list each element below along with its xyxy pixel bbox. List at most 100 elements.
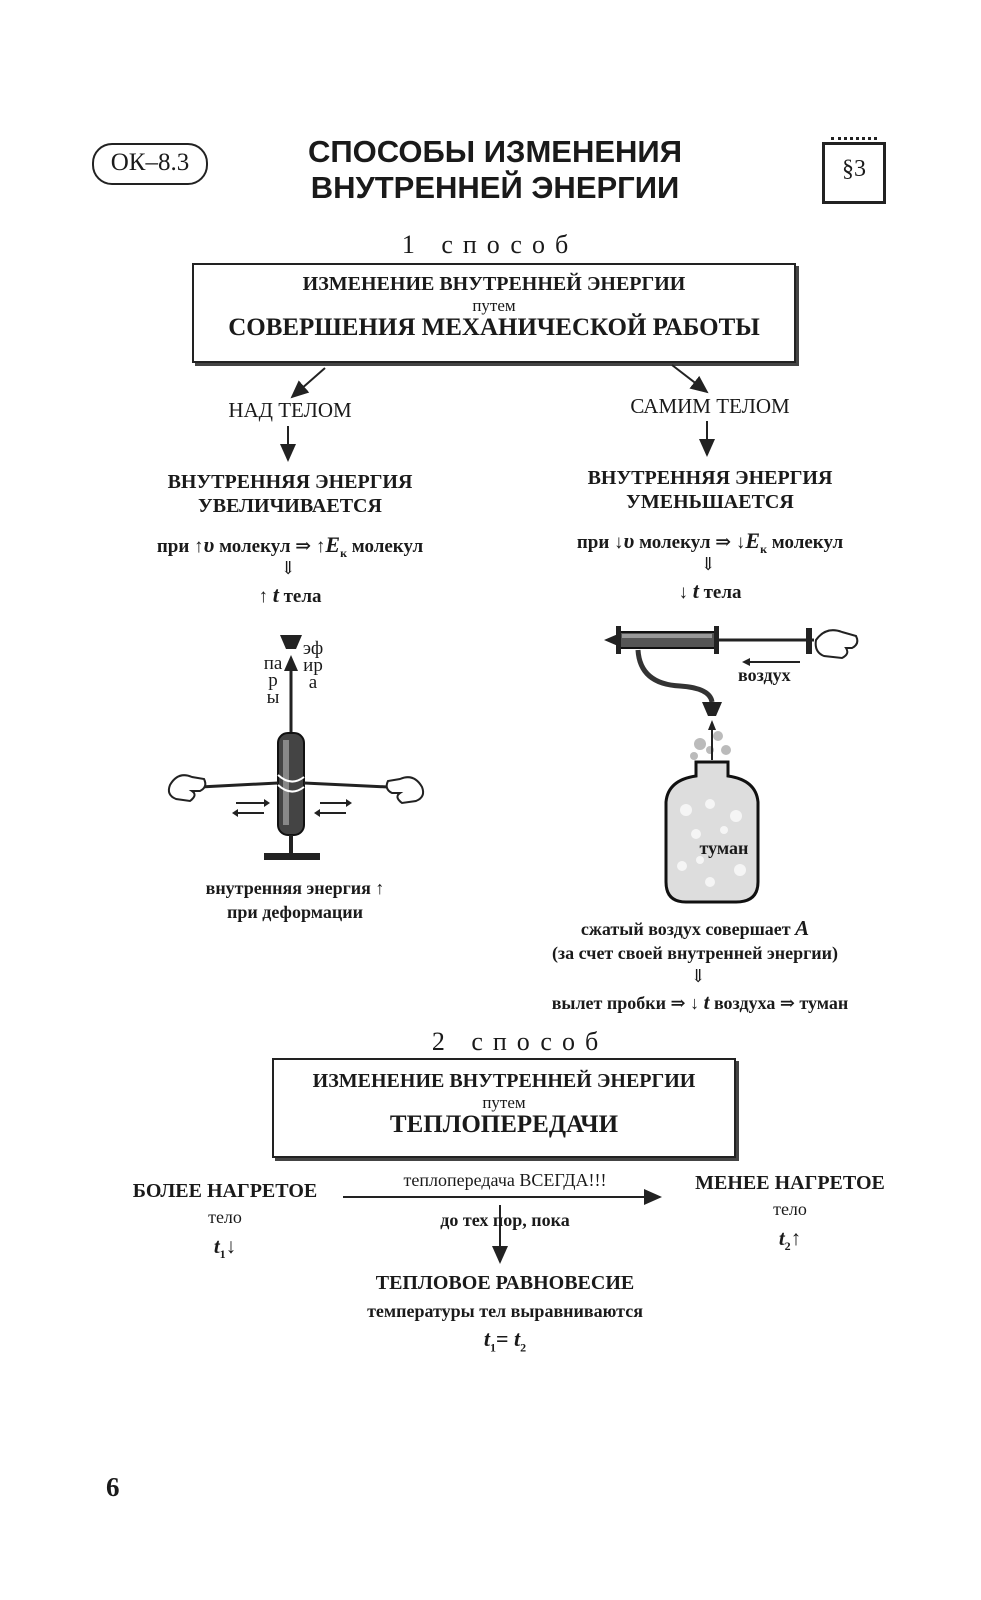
page-number: 6: [106, 1472, 120, 1502]
hot-body-title: БОЛЕЕ НАГРЕТОЕ: [132, 1180, 318, 1202]
stopper: [280, 635, 302, 649]
method1-box: ИЗМЕНЕНИЕ ВНУТРЕННЕЙ ЭНЕРГИИ путем СОВЕР…: [192, 263, 796, 363]
cold-t-index: 2: [784, 1239, 791, 1254]
rope: [199, 781, 389, 789]
arrow-bottom-label: до тех пор, пока: [440, 1210, 570, 1230]
title-line1: СПОСОБЫ ИЗМЕНЕНИЯ: [308, 134, 682, 169]
right-result-t: t: [692, 578, 699, 603]
method2-box-line1: ИЗМЕНЕНИЕ ВНУТРЕННЕЙ ЭНЕРГИИ: [312, 1070, 696, 1092]
left-caption-line2: при деформации: [226, 902, 363, 922]
right-energy-line1: ВНУТРЕННЯЯ ЭНЕРГИЯ: [587, 467, 833, 489]
hot-body: БОЛЕЕ НАГРЕТОЕ тело t1↓: [110, 1180, 340, 1262]
method1-box-line2: путем: [472, 296, 516, 315]
title-line2: ВНУТРЕННЕЙ ЭНЕРГИИ: [310, 170, 680, 205]
left-hand: [167, 774, 207, 803]
arrow-to-right: [671, 364, 709, 394]
left-result-text: тела: [283, 586, 322, 607]
cold-body: МЕНЕЕ НАГРЕТОЕ тело t2↑: [675, 1172, 905, 1254]
eq-i1: 1: [489, 1340, 496, 1355]
cold-body-temp: t2↑: [675, 1226, 905, 1254]
fog-label: туман: [699, 838, 749, 858]
right-hand: [385, 776, 425, 805]
hot-t-index: 1: [219, 1247, 226, 1262]
hot-t: t: [213, 1234, 220, 1258]
left-formula-E: E: [325, 532, 341, 557]
eq-t1: t: [483, 1326, 490, 1351]
left-energy-text: ВНУТРЕННЯЯ ЭНЕРГИЯ УВЕЛИЧИВАЕТСЯ: [120, 470, 460, 518]
right-result-arrow: ↓: [678, 582, 688, 603]
right-formula-mol: молекул: [639, 532, 711, 553]
left-result: ↑ t тела: [200, 582, 380, 608]
method2-box-line2: путем: [482, 1093, 526, 1112]
right-energy-text: ВНУТРЕННЯЯ ЭНЕРГИЯ УМЕНЬШАЕТСЯ: [540, 466, 880, 514]
right-energy-line2: УМЕНЬШАЕТСЯ: [626, 491, 794, 513]
right-chain-part1: вылет пробки ⇒ ↓: [551, 993, 700, 1013]
jar-stopper: [702, 702, 722, 716]
right-formula-E: E: [745, 528, 761, 553]
arrow-top-label: теплопередача ВСЕГДА!!!: [403, 1170, 607, 1190]
left-formula-mol: молекул: [219, 536, 291, 557]
right-formula: при ↓υ молекул ⇒ ↓Eк молекул: [520, 528, 900, 557]
right-formula-v: υ: [623, 528, 635, 553]
cold-body-title: МЕНЕЕ НАГРЕТОЕ: [695, 1172, 885, 1194]
right-result-text: тела: [703, 582, 742, 603]
equilibrium-title: ТЕПЛОВОЕ РАВНОВЕСИЕ: [375, 1272, 635, 1294]
page-title: СПОСОБЫ ИЗМЕНЕНИЯ ВНУТРЕННЕЙ ЭНЕРГИИ: [260, 134, 730, 206]
cold-body-sub: тело: [773, 1199, 807, 1219]
tube-highlight: [283, 740, 289, 825]
right-formula-down2: ↓: [735, 532, 746, 553]
hose: [635, 649, 715, 703]
hot-arrow: ↓: [225, 1234, 237, 1258]
right-caption-line1: сжатый воздух совершает A: [490, 916, 900, 941]
left-formula-up: ↑: [194, 536, 204, 557]
ether-tube-illustration: [167, 635, 425, 860]
method2-box: ИЗМЕНЕНИЕ ВНУТРЕННЕЙ ЭНЕРГИИ путем ТЕПЛО…: [272, 1058, 736, 1158]
method1-label: 1 способ: [401, 230, 579, 259]
equilibrium-text: температуры тел выравниваются: [367, 1301, 643, 1321]
method1-box-line1: ИЗМЕНЕНИЕ ВНУТРЕННЕЙ ЭНЕРГИИ: [302, 273, 686, 295]
air-label: воздух: [738, 665, 791, 685]
left-result-arrow: ↑: [258, 586, 268, 607]
eq-t2: t: [514, 1326, 521, 1351]
right-chain-t: t: [703, 990, 710, 1014]
pump-jar-illustration: [604, 626, 859, 904]
arrow-to-left: [290, 367, 326, 399]
method2-label: 2 способ: [431, 1027, 609, 1056]
left-down-implies: ⇓: [280, 558, 296, 578]
hot-body-sub: тело: [208, 1207, 242, 1227]
right-chain: вылет пробки ⇒ ↓ t воздуха ⇒ туман: [480, 990, 920, 1015]
right-result: ↓ t тела: [620, 578, 800, 604]
right-formula-k: к: [760, 541, 768, 556]
left-caption-line1: внутренняя энергия ↑: [205, 878, 385, 898]
equilibrium-formula: t1= t2: [310, 1326, 700, 1355]
left-formula-v: υ: [203, 532, 215, 557]
section-number: §3: [842, 156, 866, 182]
right-heading: САМИМ ТЕЛОМ: [630, 394, 790, 418]
right-chain-part2: воздуха ⇒ туман: [713, 993, 849, 1013]
hot-body-temp: t1↓: [110, 1234, 340, 1262]
right-formula-pri: при: [576, 532, 610, 553]
left-heading: НАД ТЕЛОМ: [228, 398, 352, 422]
vapor-arrowhead: [284, 655, 298, 671]
cold-arrow: ↑: [790, 1226, 802, 1250]
vapor-label-efira: эфира: [302, 638, 324, 693]
right-formula-mol2: молекул: [771, 532, 844, 553]
vapor-label-pary: пары: [263, 653, 283, 708]
right-down-implies: ⇓: [700, 554, 716, 574]
left-formula-implies: ⇒: [295, 536, 312, 557]
section-badge: §3: [822, 137, 886, 204]
right-down-implies2: ⇓: [690, 966, 706, 986]
eq-sign: =: [495, 1326, 509, 1351]
left-formula-k: к: [340, 545, 348, 560]
method1-box-line3: СОВЕРШЕНИЯ МЕХАНИЧЕСКОЙ РАБОТЫ: [228, 314, 760, 341]
equilibrium-block: ТЕПЛОВОЕ РАВНОВЕСИЕ температуры тел выра…: [310, 1272, 700, 1355]
right-formula-implies: ⇒: [715, 532, 732, 553]
right-caption: сжатый воздух совершает A (за счет своей…: [490, 916, 900, 965]
stand-base: [264, 853, 320, 860]
right-caption-A: A: [795, 916, 810, 940]
left-formula-pri: при: [156, 536, 190, 557]
right-caption-line2: (за счет своей внутренней энергии): [551, 943, 839, 963]
method2-box-line3: ТЕПЛОПЕРЕДАЧИ: [389, 1111, 619, 1138]
left-energy-line2: УВЕЛИЧИВАЕТСЯ: [198, 495, 382, 517]
